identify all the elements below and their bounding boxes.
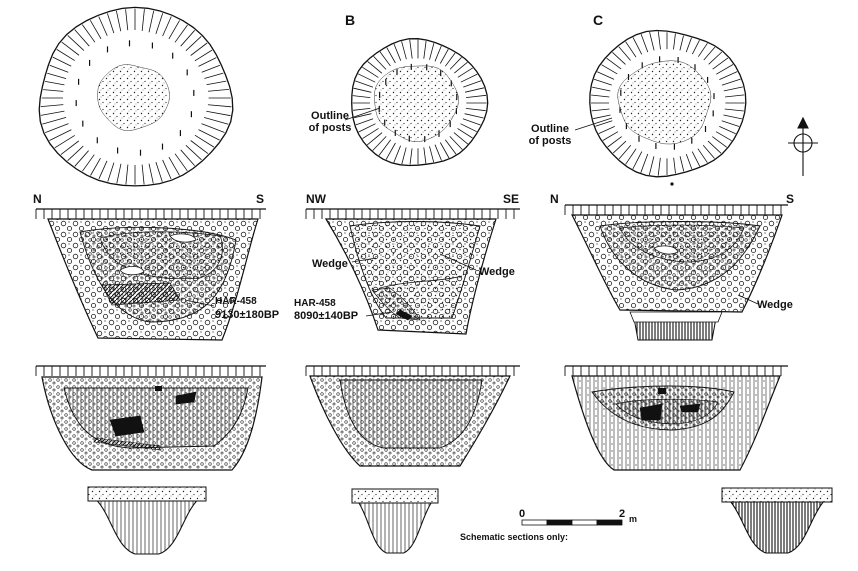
outline-label-c-line1: Outline — [531, 123, 569, 135]
schematic-b-topsoil — [351, 488, 439, 504]
section-a-lower-feature-3 — [155, 386, 162, 391]
schematic-a — [87, 486, 207, 555]
section-c-lower-ground-ruler — [564, 365, 788, 376]
section-c-upper-feature-3 — [737, 294, 759, 305]
wedge-label-b-right: Wedge — [479, 266, 515, 278]
section-b-upper-feature-2 — [439, 253, 477, 271]
section-b-upper-feature-1 — [351, 257, 377, 263]
plan-b-post-ring — [352, 39, 487, 165]
section-b-upper-ground-ruler — [305, 208, 520, 219]
section-b-lower — [305, 365, 520, 467]
section-a-lower-feature-0 — [109, 415, 145, 437]
section-c-upper-fill-core — [619, 224, 745, 263]
plan-c — [589, 29, 747, 178]
har-date-a: 9130±180BP — [215, 309, 280, 321]
scale-bar-seg-3 — [596, 519, 623, 526]
schematic-sections — [87, 486, 833, 555]
plan-a-central-pit — [97, 64, 170, 131]
section-a-upper-feature-0 — [101, 282, 181, 306]
section-b-upper-feature-0 — [395, 309, 413, 321]
section-a-upper-feature-2 — [169, 233, 197, 243]
direction-a-left: N — [33, 192, 42, 206]
schematic-c — [721, 487, 833, 554]
section-a-upper — [35, 208, 266, 341]
section-b-upper-feature-3 — [365, 311, 393, 317]
plan-c-marker-dot — [670, 182, 674, 186]
wedge-label-b-left: Wedge — [312, 258, 348, 270]
section-b-upper-feature-4 — [379, 275, 463, 289]
plan-b — [351, 38, 489, 167]
har-code-a: HAR-458 — [215, 296, 257, 307]
plan-b-central-pit — [374, 65, 459, 142]
section-c-upper-feature-1 — [629, 311, 723, 323]
direction-c-left: N — [550, 192, 559, 206]
outline-label-b-line2: of posts — [308, 122, 352, 134]
har-code-b: HAR-458 — [294, 298, 336, 309]
plan-views — [38, 6, 747, 187]
scale-unit-label: m — [629, 514, 638, 524]
schematic-b — [351, 488, 439, 554]
section-a-lower-fill-inner — [63, 387, 249, 449]
outline-label-c: Outline of posts — [520, 123, 580, 147]
direction-c-right: S — [786, 192, 795, 206]
section-b-upper-fill-core — [371, 287, 421, 321]
section-c-lower-feature-2 — [679, 403, 701, 413]
section-a-upper-feature-1 — [119, 266, 145, 276]
plan-a-post-holes — [75, 40, 195, 156]
schematic-a-fill — [97, 501, 197, 554]
section-c-lower — [564, 365, 788, 471]
panel-label-c: C — [593, 12, 604, 28]
plan-a — [38, 6, 234, 187]
outline-label-b-line1: Outline — [311, 110, 349, 122]
direction-b-right: SE — [503, 192, 520, 206]
profile-sections — [35, 204, 788, 471]
schematic-c-topsoil — [721, 487, 833, 503]
section-c-upper-feature-2 — [653, 245, 679, 255]
schematic-a-topsoil — [87, 486, 207, 502]
leader-outline-c — [574, 117, 613, 131]
scale-bar — [521, 519, 623, 526]
scale-start-label: 0 — [519, 508, 526, 520]
section-a-lower-feature-2 — [93, 437, 161, 451]
wedge-label-c: Wedge — [757, 299, 793, 311]
plan-a-post-ring — [40, 8, 232, 185]
section-c-upper — [564, 204, 788, 341]
scale-bar-seg-2 — [571, 519, 598, 526]
section-c-lower-feature-1 — [658, 388, 666, 394]
direction-b-left: NW — [306, 192, 326, 206]
direction-a-right: S — [256, 192, 265, 206]
outline-label-c-line2: of posts — [528, 135, 572, 147]
section-a-lower-ground-ruler — [35, 365, 266, 376]
scale-bar-seg-0 — [521, 519, 548, 526]
scale-end-label: 2 — [619, 508, 626, 520]
schematic-note: Schematic sections only: — [460, 532, 569, 542]
section-c-lower-feature-0 — [639, 403, 663, 421]
section-a-upper-feature-3 — [184, 299, 215, 307]
plan-c-central-pit — [617, 60, 712, 145]
panel-label-b: B — [345, 12, 356, 28]
section-b-lower-ground-ruler — [305, 365, 520, 376]
section-a-lower — [35, 365, 266, 471]
plan-c-post-ring — [591, 31, 745, 176]
section-b-lower-fill-inner — [339, 379, 483, 449]
section-a-lower-feature-1 — [175, 391, 197, 405]
scale-and-north — [521, 116, 818, 526]
section-a-upper-ground-ruler — [35, 208, 266, 219]
schematic-c-fill — [730, 502, 824, 553]
har-date-b: 8090±140BP — [294, 310, 359, 322]
outline-label-b: Outline of posts — [300, 110, 360, 134]
leader-outline-b — [344, 107, 381, 121]
section-c-upper-ground-ruler — [564, 204, 788, 215]
north-arrow-head — [797, 116, 809, 129]
scale-bar-seg-1 — [546, 519, 573, 526]
compass-north-arrow-icon — [786, 118, 822, 178]
section-b-upper — [305, 208, 520, 335]
north-arrow — [788, 116, 818, 176]
schematic-b-fill — [358, 503, 432, 553]
